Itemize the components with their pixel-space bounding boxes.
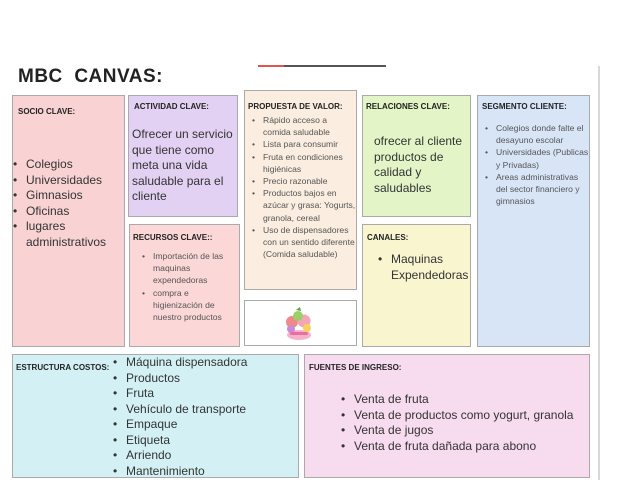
actividad-clave-title: ACTIVIDAD CLAVE: — [134, 102, 209, 111]
relaciones-clave-text: ofrecer al cliente productos de calidad … — [374, 134, 463, 195]
list-item: Lista para consumir — [250, 138, 356, 150]
list-item: lugares administrativos — [13, 219, 121, 250]
socio-clave-box: SOCIO CLAVE: Colegios Universidades Gimn… — [12, 95, 125, 347]
propuesta-valor-box: PROPUESTA DE VALOR: Rápido acceso a comi… — [244, 90, 357, 290]
list-item: Vehículo de transporte — [113, 402, 293, 418]
recursos-clave-box: RECURSOS CLAVE:: Importación de las maqu… — [129, 224, 240, 347]
list-item: Mantenimiento — [113, 464, 293, 480]
list-item: Venta de productos como yogurt, granola — [341, 408, 587, 424]
list-item: Fruta — [113, 386, 293, 402]
list-item: compra e higienización de nuestro produc… — [140, 287, 236, 324]
segmento-cliente-box: SEGMENTO CLIENTE: Colegios donde falte e… — [477, 95, 590, 347]
list-item: Productos — [113, 371, 293, 387]
fuentes-ingreso-title: FUENTES DE INGRESO: — [309, 363, 402, 372]
header-accent-red — [258, 65, 284, 67]
list-item: Máquina dispensadora — [113, 355, 293, 371]
socio-clave-list: Colegios Universidades Gimnasios Oficina… — [13, 157, 121, 250]
list-item: Etiqueta — [113, 433, 293, 449]
list-item: Arriendo — [113, 448, 293, 464]
list-item: Precio razonable — [250, 175, 356, 187]
fuentes-ingreso-list: Venta de fruta Venta de productos como y… — [341, 392, 587, 454]
estructura-costos-title: ESTRUCTURA COSTOS: — [16, 363, 110, 372]
propuesta-valor-list: Rápido acceso a comida saludable Lista p… — [250, 114, 356, 260]
list-item: Empaque — [113, 417, 293, 433]
relaciones-clave-title: RELACIONES CLAVE: — [366, 102, 450, 111]
recursos-clave-title: RECURSOS CLAVE:: — [133, 233, 213, 242]
fruit-logo-icon — [286, 307, 311, 340]
segmento-cliente-title: SEGMENTO CLIENTE: — [482, 102, 567, 111]
list-item: Rápido acceso a comida saludable — [250, 114, 356, 138]
recursos-clave-list: Importación de las maquinas expendedoras… — [140, 250, 236, 323]
actividad-clave-box: ACTIVIDAD CLAVE: Ofrecer un servicio que… — [128, 95, 238, 217]
estructura-costos-list: Máquina dispensadora Productos Fruta Veh… — [113, 355, 293, 479]
list-item: Colegios — [13, 157, 121, 173]
estructura-costos-box: ESTRUCTURA COSTOS: Máquina dispensadora … — [12, 354, 299, 479]
list-item: Gimnasios — [13, 188, 121, 204]
list-item: Universidades — [13, 173, 121, 189]
list-item: Areas administrativas del sector financi… — [483, 171, 589, 208]
list-item: Fruta en condiciones higiénicas — [250, 151, 356, 175]
canales-list: Maquinas Expendedoras — [378, 252, 470, 283]
socio-clave-title: SOCIO CLAVE: — [18, 107, 76, 116]
fuentes-ingreso-box: FUENTES DE INGRESO: Venta de fruta Venta… — [304, 354, 590, 478]
canales-box: CANALES: Maquinas Expendedoras — [362, 224, 471, 347]
list-item: Uso de dispensadores con un sentido dife… — [250, 224, 356, 261]
list-item: Venta de jugos — [341, 423, 587, 439]
page-edge — [598, 66, 600, 480]
list-item: Maquinas Expendedoras — [378, 252, 470, 283]
actividad-clave-text: Ofrecer un servicio que tiene como meta … — [132, 127, 233, 204]
list-item: Productos bajos en azúcar y grasa: Yogur… — [250, 187, 356, 224]
list-item: Oficinas — [13, 204, 121, 220]
propuesta-valor-title: PROPUESTA DE VALOR: — [248, 102, 343, 111]
canales-title: CANALES: — [367, 233, 409, 242]
page-title: MBC CANVAS: — [18, 66, 163, 87]
list-item: Venta de fruta dañada para abono — [341, 439, 587, 455]
list-item: Colegios donde falte el desayuno escolar — [483, 122, 589, 146]
header-accent-line — [284, 65, 386, 67]
segmento-cliente-list: Colegios donde falte el desayuno escolar… — [483, 122, 589, 207]
list-item: Importación de las maquinas expendedoras — [140, 250, 236, 287]
list-item: Venta de fruta — [341, 392, 587, 408]
list-item: Universidades (Publicas y Privadas) — [483, 146, 589, 170]
relaciones-clave-box: RELACIONES CLAVE: ofrecer al cliente pro… — [362, 95, 471, 217]
